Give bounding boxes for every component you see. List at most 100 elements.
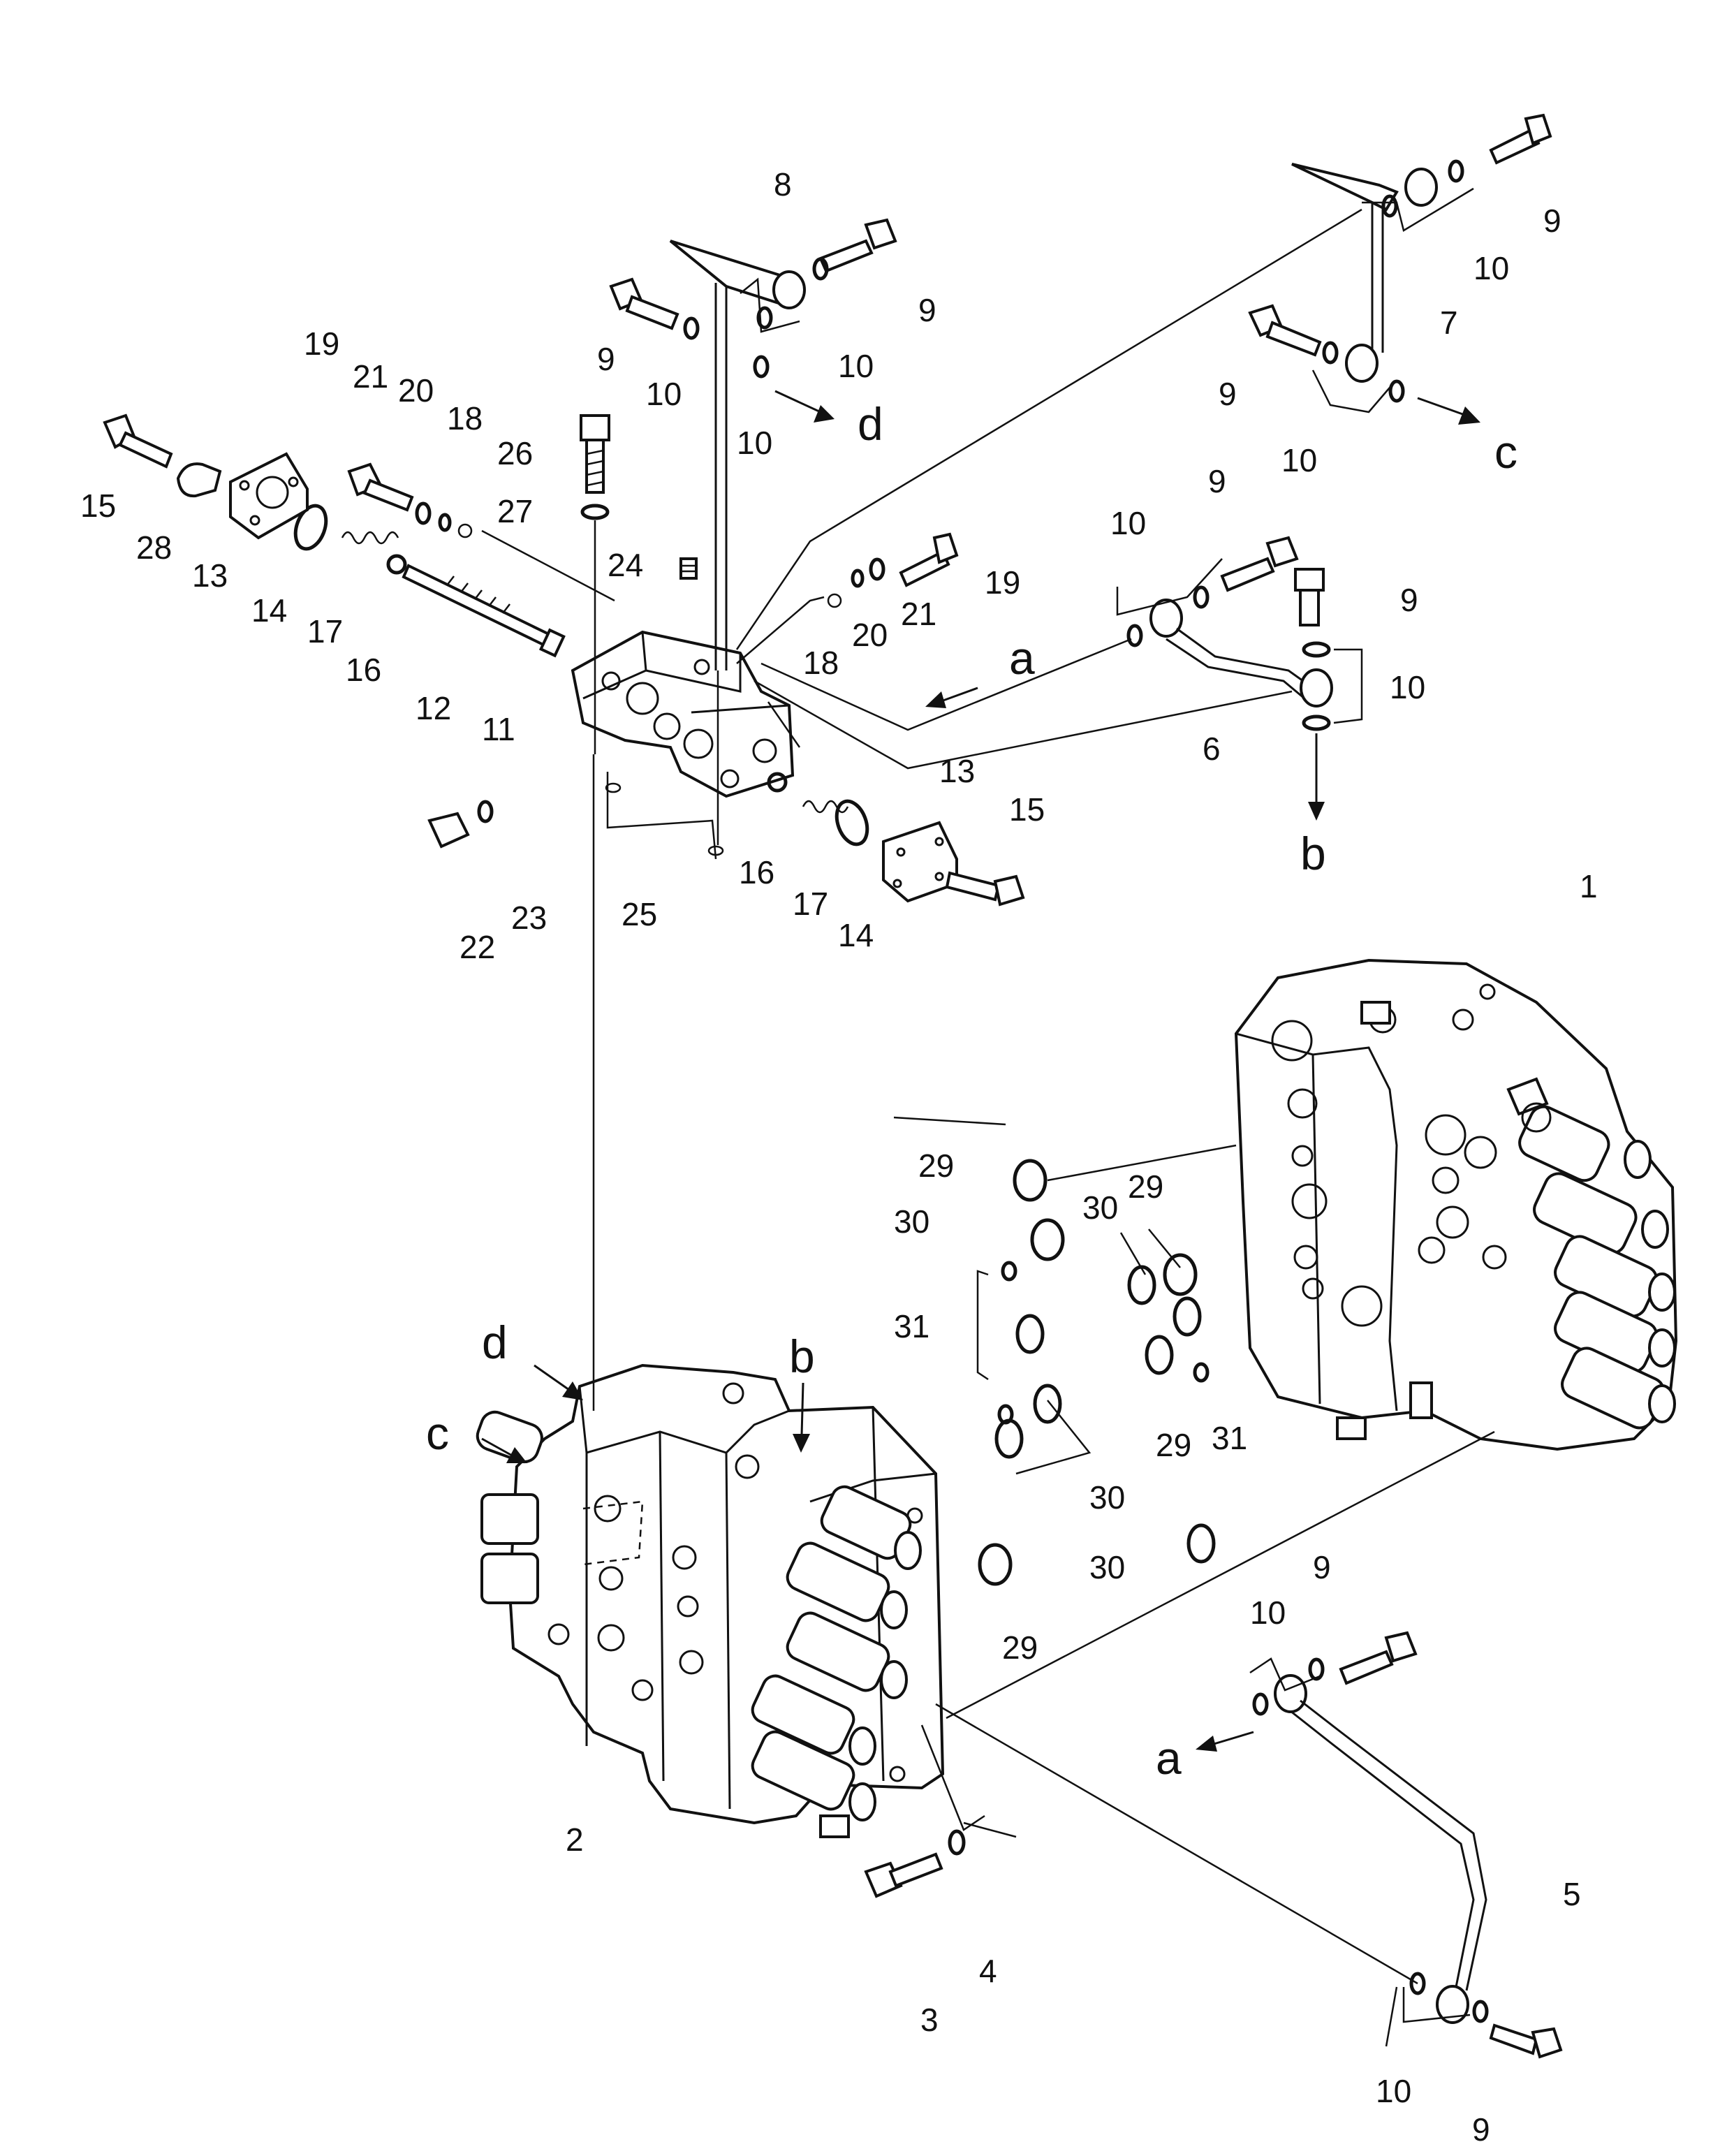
label-a-top: a <box>1009 632 1035 684</box>
label-9e: 9 <box>1208 463 1226 499</box>
label-31a: 31 <box>894 1308 929 1344</box>
label-9d: 9 <box>1219 376 1237 412</box>
seal-rings-29-30-31 <box>978 1159 1216 1586</box>
spring-17-right <box>802 800 849 814</box>
label-17b: 17 <box>793 886 828 922</box>
label-10b: 10 <box>838 348 874 384</box>
label-9b: 9 <box>918 292 936 328</box>
label-24: 24 <box>608 547 643 583</box>
ball-18-right <box>827 593 842 608</box>
label-a-bottom: a <box>1156 1732 1182 1784</box>
bolt-15-left <box>103 413 173 469</box>
washer-16-right <box>767 772 788 793</box>
bolt-26 <box>580 414 610 494</box>
label-18b: 18 <box>803 645 839 681</box>
cover-13-left <box>229 452 309 540</box>
label-16a: 16 <box>346 652 381 688</box>
plug-22 <box>427 812 470 849</box>
label-29d: 29 <box>1002 1629 1038 1666</box>
label-9a: 9 <box>1543 203 1561 239</box>
washers-10 <box>683 159 1489 2023</box>
bolt-9-c <box>1489 113 1552 165</box>
label-18a: 18 <box>447 400 483 437</box>
label-c-top: c <box>1494 426 1517 478</box>
bolt-9-e <box>1220 536 1299 592</box>
bolt-9-b <box>818 218 897 273</box>
o-ring-25-top <box>605 782 622 793</box>
main-valve-2 <box>476 1363 945 1838</box>
cover-13-right <box>882 821 958 903</box>
label-9f: 9 <box>1400 582 1418 618</box>
o-ring-20-right <box>851 569 865 588</box>
o-ring-14-left <box>293 504 328 551</box>
label-28: 28 <box>136 529 172 566</box>
clamp-28 <box>176 462 222 498</box>
spring-17-left <box>341 531 399 545</box>
label-b-bottom: b <box>789 1330 815 1382</box>
label-10g: 10 <box>1390 669 1425 705</box>
washer-4 <box>948 1829 966 1856</box>
label-29a: 29 <box>918 1147 954 1184</box>
ball-18-left <box>457 523 473 538</box>
bolt-9-a <box>609 277 679 330</box>
connection-labels: a a b b c c d d <box>426 398 1517 1784</box>
label-b-top: b <box>1300 828 1326 879</box>
arrows <box>481 390 1480 1752</box>
label-19b: 19 <box>985 564 1020 601</box>
leader-lines <box>481 187 1495 2047</box>
label-29b: 29 <box>1128 1168 1163 1205</box>
label-7: 7 <box>1440 305 1458 341</box>
label-1: 1 <box>1580 868 1598 904</box>
bolt-9-h <box>1489 2023 1563 2059</box>
label-30d: 30 <box>1089 1549 1125 1585</box>
o-ring-20-left <box>438 513 452 532</box>
bolt-15-right <box>945 871 1025 907</box>
bolt-9-g <box>1339 1631 1418 1685</box>
label-6: 6 <box>1203 731 1221 767</box>
label-5: 5 <box>1563 1876 1581 1912</box>
label-27: 27 <box>497 493 533 529</box>
label-d-top: d <box>858 398 883 450</box>
label-c-bottom: c <box>426 1407 449 1459</box>
plug-19-right <box>899 532 959 587</box>
label-21b: 21 <box>901 596 936 632</box>
label-11: 11 <box>482 711 515 747</box>
tube-7 <box>1291 163 1438 383</box>
label-19a: 19 <box>304 325 339 362</box>
label-20a: 20 <box>398 372 434 409</box>
label-9c: 9 <box>597 341 615 377</box>
label-10d: 10 <box>737 425 772 461</box>
label-17a: 17 <box>307 613 343 650</box>
plug-24 <box>679 557 698 580</box>
label-10h: 10 <box>1250 1594 1286 1631</box>
label-30c: 30 <box>1089 1479 1125 1516</box>
label-23: 23 <box>511 900 547 936</box>
label-20b: 20 <box>852 617 888 653</box>
label-21a: 21 <box>353 358 388 395</box>
o-ring-21-right <box>869 557 885 581</box>
label-12: 12 <box>416 690 451 726</box>
label-10i: 10 <box>1376 2073 1411 2109</box>
bolt-9-d <box>1248 304 1322 357</box>
label-4: 4 <box>979 1953 997 1989</box>
label-29c: 29 <box>1156 1427 1191 1463</box>
label-22: 22 <box>460 929 495 965</box>
label-10c: 10 <box>646 376 682 412</box>
washer-27 <box>580 504 610 520</box>
main-valve-1 <box>1234 958 1678 1451</box>
o-ring-14-right <box>835 799 869 846</box>
spool-12 <box>402 564 566 658</box>
washer-16-left <box>386 554 407 575</box>
o-ring-21-left <box>415 501 432 525</box>
label-10a: 10 <box>1473 250 1509 286</box>
plug-19-left <box>347 462 414 512</box>
pilot-valve-block <box>571 630 795 798</box>
tube-8 <box>669 240 806 670</box>
label-14b: 14 <box>838 917 874 953</box>
label-3: 3 <box>920 2002 939 2038</box>
label-14a: 14 <box>251 592 287 629</box>
label-2: 2 <box>566 1821 584 1858</box>
label-9h: 9 <box>1472 2111 1490 2148</box>
label-30b: 30 <box>1082 1189 1118 1226</box>
tube-5 <box>1274 1674 1487 2024</box>
